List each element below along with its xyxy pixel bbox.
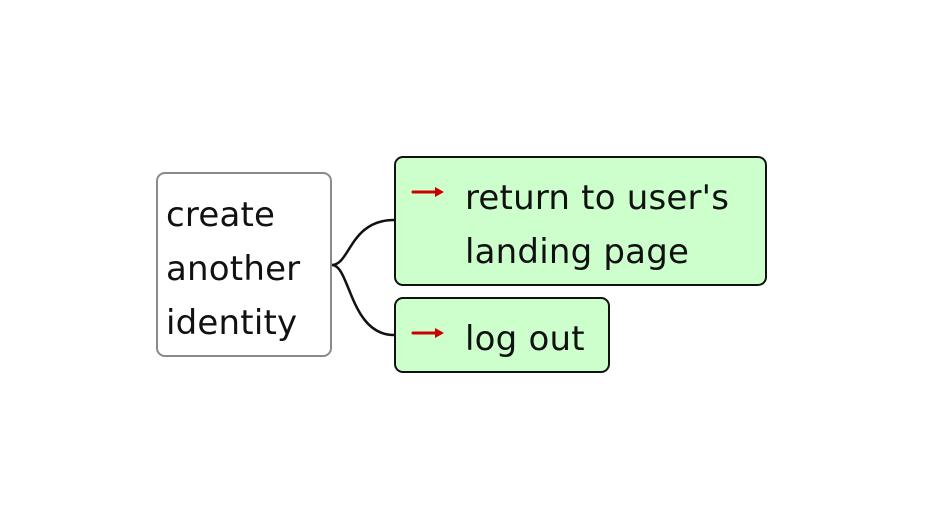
arrow-right-icon xyxy=(411,328,444,338)
arrow-right-icon xyxy=(411,187,444,197)
connector-to-return-node xyxy=(330,218,396,267)
return-landing-page-node[interactable]: return to user's landing page xyxy=(394,156,767,286)
root-node-label: create another identity xyxy=(166,195,301,343)
log-out-node[interactable]: log out xyxy=(394,297,610,373)
log-out-label: log out xyxy=(465,319,585,359)
return-landing-page-label: return to user's landing page xyxy=(465,178,730,272)
connector-to-logout-node xyxy=(330,263,396,337)
root-node[interactable]: create another identity xyxy=(156,172,332,357)
